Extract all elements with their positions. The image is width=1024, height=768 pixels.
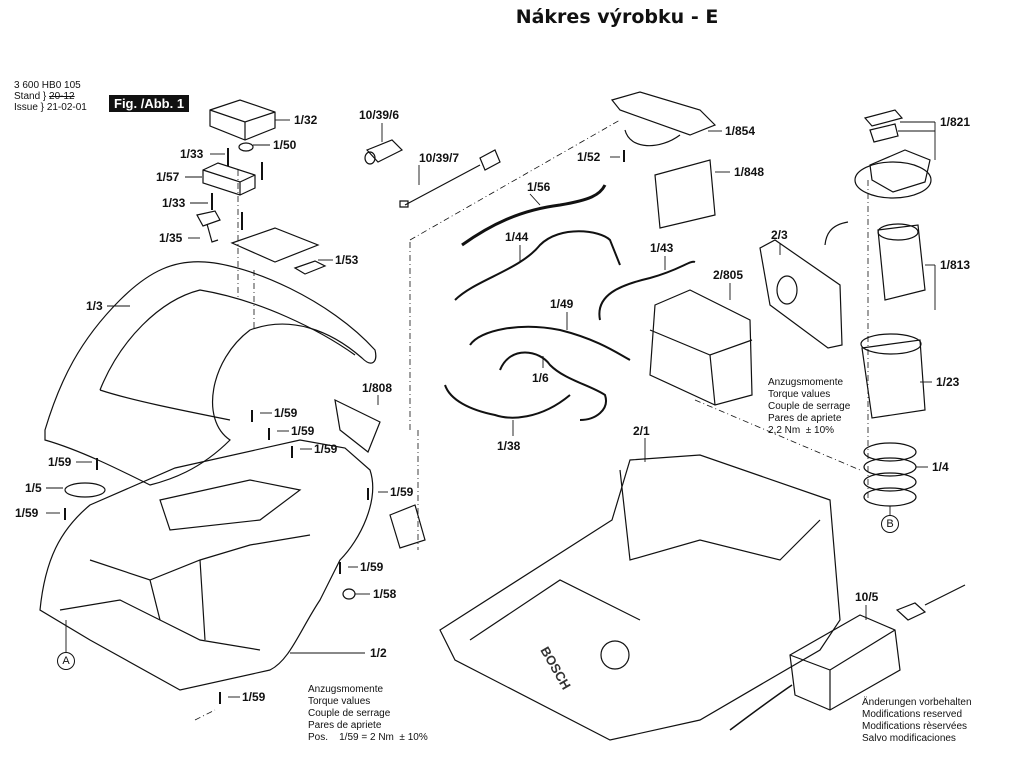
callout-1-53: 1/53 — [335, 253, 359, 267]
callout-1-56: 1/56 — [527, 180, 551, 194]
chassis-cover-part — [40, 440, 373, 690]
torque-note-line: Anzugsmomente — [308, 684, 384, 695]
stop-button-cover-part — [210, 100, 275, 140]
torque-note-housing: Anzugsmomente Torque values Couple de se… — [308, 684, 428, 744]
callout-1-33-lower: 1/33 — [162, 196, 186, 210]
control-panel-foil-part — [232, 228, 325, 274]
page-title: Nákres výrobku - E — [515, 6, 719, 28]
callout-1-59-d: 1/59 — [48, 455, 72, 469]
ribbon-cable-part — [462, 185, 605, 245]
assembly-guide-lines — [195, 120, 868, 720]
height-knob-part — [855, 110, 931, 198]
callout-1-38: 1/38 — [497, 439, 521, 453]
callout-1-49: 1/49 — [550, 297, 574, 311]
callout-1-821: 1/821 — [940, 115, 971, 129]
callout-1-854: 1/854 — [725, 124, 756, 138]
callout-1-59-a: 1/59 — [274, 406, 298, 420]
callout-1-59-g: 1/59 — [360, 560, 384, 574]
torque-note-line: Pares de apriete — [768, 413, 842, 424]
callout-1-2: 1/2 — [370, 646, 387, 660]
connector-part — [365, 140, 402, 164]
torque-note-line: Torque values — [768, 389, 831, 400]
callout-1-848: 1/848 — [734, 165, 765, 179]
power-supply-part — [730, 585, 965, 730]
issue-value: 21-02-01 — [46, 102, 87, 113]
callout-1-59-e: 1/59 — [15, 506, 39, 520]
seal-part — [65, 483, 105, 497]
disclaimer-line: Modifications reserved — [862, 709, 963, 720]
torque-note-line: Couple de serrage — [308, 708, 391, 719]
torque-note-line: Pos. 1/59 = 2 Nm ± 10% — [308, 732, 428, 743]
callout-10-39-7: 10/39/7 — [419, 151, 460, 165]
callout-1-59-f: 1/59 — [390, 485, 414, 499]
sensor-cable-part — [599, 262, 695, 320]
callout-1-5: 1/5 — [25, 481, 42, 495]
torque-note-line: Torque values — [308, 696, 371, 707]
callout-10-5: 10/5 — [855, 590, 879, 604]
callout-1-32: 1/32 — [294, 113, 318, 127]
torque-note-line: Anzugsmomente — [768, 377, 844, 388]
callout-2-3: 2/3 — [771, 228, 788, 242]
callout-1-52: 1/52 — [577, 150, 601, 164]
washer-part — [239, 143, 253, 151]
issue-label: Issue — [14, 102, 38, 113]
callout-1-4: 1/4 — [932, 460, 949, 474]
modifications-disclaimer: Änderungen vorbehalten Modifications res… — [862, 697, 972, 745]
callout-1-813: 1/813 — [940, 258, 971, 272]
cable-harness-1-38-part — [445, 385, 570, 418]
button-housing-part — [203, 163, 255, 195]
side-labels-part — [335, 400, 425, 548]
cable-harness-1-49-part — [470, 327, 630, 360]
callout-1-44: 1/44 — [505, 230, 529, 244]
callout-1-59-c: 1/59 — [314, 442, 338, 456]
callout-1-57: 1/57 — [156, 170, 180, 184]
callout-2-1: 2/1 — [633, 424, 650, 438]
disclaimer-line: Änderungen vorbehalten — [862, 697, 972, 708]
callout-1-59-b: 1/59 — [291, 424, 315, 438]
motor-housing-part — [861, 334, 925, 418]
base-plate-part — [440, 455, 840, 740]
cable-adapter-part — [400, 150, 500, 207]
battery-cover-part — [760, 240, 842, 348]
callout-1-23: 1/23 — [936, 375, 960, 389]
upper-hood-part — [45, 262, 376, 485]
figure-label: Fig. /Abb. 1 — [109, 95, 190, 112]
part-number: 3 600 HB0 105 — [14, 80, 81, 91]
stand-label: Stand — [14, 91, 41, 102]
callout-1-6: 1/6 — [532, 371, 549, 385]
disclaimer-line: Salvo modificaciones — [862, 733, 956, 744]
spring-part — [864, 443, 916, 506]
torque-note-line: Couple de serrage — [768, 401, 851, 412]
callout-1-3: 1/3 — [86, 299, 103, 313]
document-meta: 3 600 HB0 105 Stand } 20-12 Issue } 21-0… — [14, 80, 87, 113]
battery-pack-part — [650, 290, 752, 405]
callout-1-33-upper: 1/33 — [180, 147, 204, 161]
disclaimer-line: Modifications rèservées — [862, 721, 968, 732]
motor-part — [825, 222, 925, 300]
cap-part — [343, 589, 355, 599]
marker-b: B — [881, 515, 899, 533]
screws-part — [65, 410, 368, 704]
callout-1-808: 1/808 — [362, 381, 393, 395]
base-logo: BOSCH — [537, 644, 573, 692]
callout-2-805: 2/805 — [713, 268, 744, 282]
callout-10-39-6: 10/39/6 — [359, 108, 400, 122]
cable-harness-1-44-part — [455, 231, 620, 300]
callout-1-59-h: 1/59 — [242, 690, 266, 704]
springs-part — [212, 148, 262, 230]
callout-1-58: 1/58 — [373, 587, 397, 601]
torque-note-line: 2,2 Nm ± 10% — [768, 425, 835, 436]
marker-a: A — [57, 652, 75, 670]
callout-1-35: 1/35 — [159, 231, 183, 245]
callout-1-50: 1/50 — [273, 138, 297, 152]
torque-note-battery: Anzugsmomente Torque values Couple de se… — [768, 377, 850, 437]
torque-note-line: Pares de apriete — [308, 720, 382, 731]
circuit-board-part — [655, 160, 715, 228]
switch-part — [197, 211, 220, 242]
callout-1-43: 1/43 — [650, 241, 674, 255]
cable-harness-1-6-part — [500, 353, 606, 421]
display-module-part — [612, 92, 715, 146]
leader-lines — [46, 120, 935, 697]
stand-value: 20-12 — [49, 91, 75, 102]
